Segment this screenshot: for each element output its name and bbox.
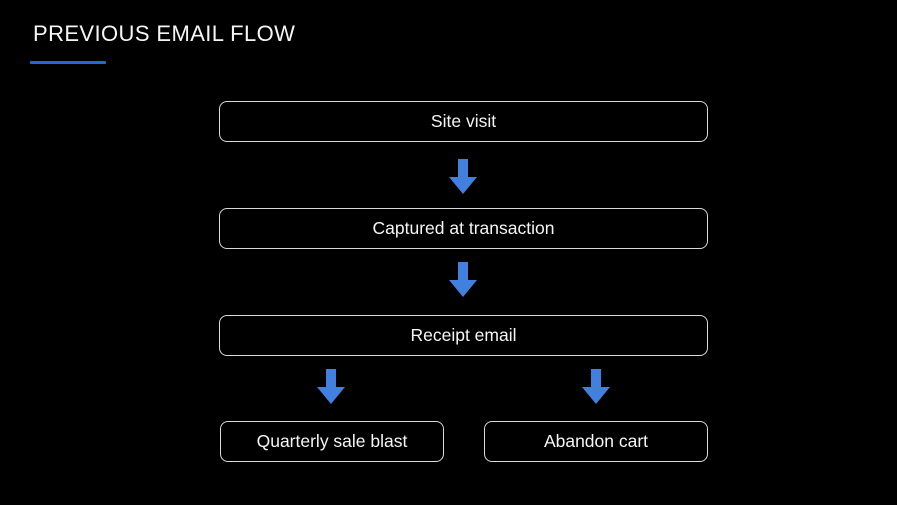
flow-node-receipt-email: Receipt email <box>219 315 708 356</box>
flow-node-abandon-cart: Abandon cart <box>484 421 708 462</box>
down-arrow-icon <box>581 369 611 404</box>
page-title: PREVIOUS EMAIL FLOW <box>33 21 296 46</box>
down-arrow-icon <box>448 159 478 194</box>
down-arrow-icon <box>316 369 346 404</box>
flow-node-site-visit: Site visit <box>219 101 708 142</box>
flow-node-quarterly-sale-blast: Quarterly sale blast <box>220 421 444 462</box>
down-arrow-icon <box>448 262 478 297</box>
flow-node-label: Site visit <box>430 111 497 131</box>
flow-node-label: Receipt email <box>410 325 517 345</box>
flow-node-captured-at-transaction: Captured at transaction <box>219 208 708 249</box>
flow-node-label: Quarterly sale blast <box>256 431 408 451</box>
title-underline <box>30 61 106 64</box>
flow-node-label: Abandon cart <box>543 431 649 451</box>
flow-node-label: Captured at transaction <box>372 218 555 238</box>
